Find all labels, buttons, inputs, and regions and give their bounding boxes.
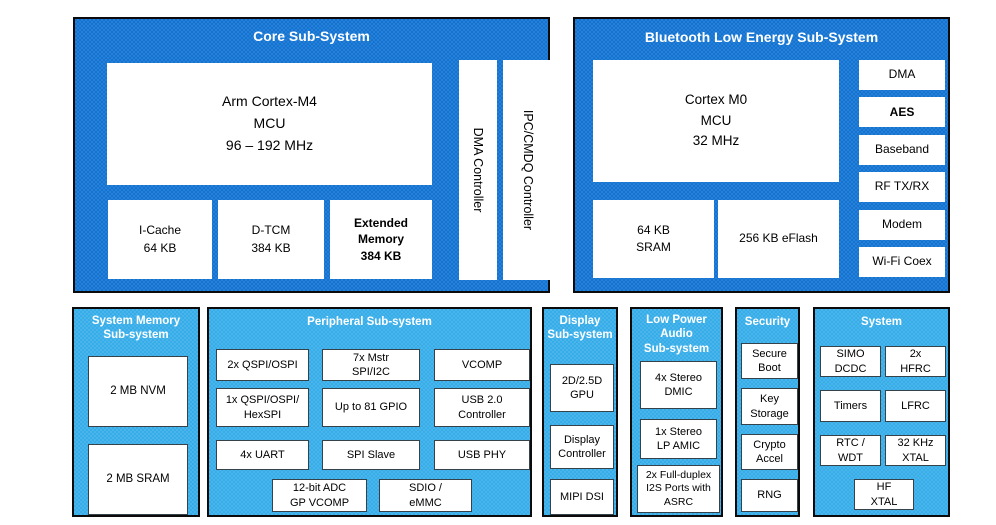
audio-panel: Low Power Audio Sub-system 4x Stereo DMI…	[630, 307, 723, 517]
display-panel: Display Sub-system 2D/2.5D GPU Display C…	[542, 307, 618, 517]
block-4x-uart: 4x UART	[216, 440, 309, 470]
block-vcomp: VCOMP	[434, 349, 530, 381]
block-cortex-m0: Cortex M0 MCU 32 MHz	[593, 60, 839, 182]
block-simo-dcdc: SIMO DCDC	[820, 346, 881, 377]
block-i2s-asrc: 2x Full-duplex I2S Ports with ASRC	[637, 465, 720, 513]
block-1x-qspi-ospi-hexspi: 1x QSPI/OSPI/ HexSPI	[216, 388, 309, 427]
block-12bit-adc-gp-vcomp: 12-bit ADC GP VCOMP	[272, 479, 367, 512]
block-sdio-emmc: SDIO / eMMC	[379, 479, 472, 512]
block-icache: I-Cache 64 KB	[108, 200, 212, 279]
block-display-controller: Display Controller	[550, 425, 614, 469]
block-dma-controller: DMA Controller	[459, 60, 497, 280]
peripheral-panel: Peripheral Sub-system 2x QSPI/OSPI 7x Ms…	[207, 307, 532, 517]
ble-block-column: DMA AES Baseband RF TX/RX Modem Wi-Fi Co…	[859, 60, 945, 277]
system-memory-title: System Memory Sub-system	[91, 315, 181, 342]
block-rng: RNG	[741, 479, 798, 512]
block-spi-slave: SPI Slave	[322, 440, 420, 470]
block-32khz-xtal: 32 KHz XTAL	[885, 435, 946, 466]
block-mipi-dsi: MIPI DSI	[550, 479, 614, 515]
core-subsystem-panel: Core Sub-System Arm Cortex-M4 MCU 96 – 1…	[73, 17, 552, 293]
system-title: System	[861, 316, 902, 328]
block-usb-phy: USB PHY	[434, 440, 530, 470]
block-baseband: Baseband	[859, 134, 945, 165]
block-dtcm: D-TCM 384 KB	[218, 200, 324, 279]
block-up-to-81-gpio: Up to 81 GPIO	[322, 388, 420, 427]
block-1x-stereo-lp-amic: 1x Stereo LP AMIC	[640, 419, 717, 459]
block-64kb-sram: 64 KB SRAM	[593, 200, 714, 278]
security-panel: Security Secure Boot Key Storage Crypto …	[735, 307, 800, 517]
block-2mb-nvm: 2 MB NVM	[88, 356, 188, 427]
audio-title: Low Power Audio Sub-system	[643, 314, 710, 355]
block-2d-gpu: 2D/2.5D GPU	[550, 364, 614, 412]
dma-controller-label: DMA Controller	[471, 127, 485, 213]
peripheral-title: Peripheral Sub-system	[307, 316, 432, 328]
system-panel: System SIMO DCDC 2x HFRC Timers LFRC RTC…	[813, 307, 950, 517]
block-hf-xtal: HF XTAL	[854, 479, 914, 510]
system-memory-panel: System Memory Sub-system 2 MB NVM 2 MB S…	[72, 307, 200, 517]
block-timers: Timers	[820, 390, 881, 422]
block-wifi-coex: Wi-Fi Coex	[859, 246, 945, 277]
ble-subsystem-title: Bluetooth Low Energy Sub-System	[644, 29, 879, 45]
security-title: Security	[744, 316, 791, 328]
display-title: Display Sub-system	[547, 315, 613, 342]
block-modem: Modem	[859, 209, 945, 240]
block-aes: AES	[859, 97, 945, 128]
block-extended-memory: Extended Memory 384 KB	[330, 200, 432, 279]
block-arm-cortex-m4: Arm Cortex-M4 MCU 96 – 192 MHz	[107, 63, 432, 185]
block-ipc-cmdq-controller: IPC/CMDQ Controller	[503, 60, 552, 280]
block-secure-boot: Secure Boot	[741, 343, 798, 379]
block-2mb-sram: 2 MB SRAM	[88, 444, 188, 515]
block-2x-qspi-ospi: 2x QSPI/OSPI	[216, 349, 309, 381]
block-4x-stereo-dmic: 4x Stereo DMIC	[640, 361, 717, 409]
block-usb2-controller: USB 2.0 Controller	[434, 388, 530, 427]
ble-subsystem-panel: Bluetooth Low Energy Sub-System Cortex M…	[573, 17, 950, 293]
core-subsystem-title: Core Sub-System	[253, 28, 370, 44]
ipc-cmdq-controller-label: IPC/CMDQ Controller	[520, 109, 535, 231]
block-7x-mstr-spi-i2c: 7x Mstr SPI/I2C	[322, 349, 420, 381]
block-256kb-eflash: 256 KB eFlash	[718, 200, 839, 278]
block-key-storage: Key Storage	[741, 388, 798, 425]
block-rtc-wdt: RTC / WDT	[820, 435, 881, 466]
block-lfrc: LFRC	[885, 390, 946, 422]
block-rf-txrx: RF TX/RX	[859, 172, 945, 203]
block-dma: DMA	[859, 60, 945, 90]
block-2x-hfrc: 2x HFRC	[885, 346, 946, 377]
block-crypto-accel: Crypto Accel	[741, 434, 798, 470]
